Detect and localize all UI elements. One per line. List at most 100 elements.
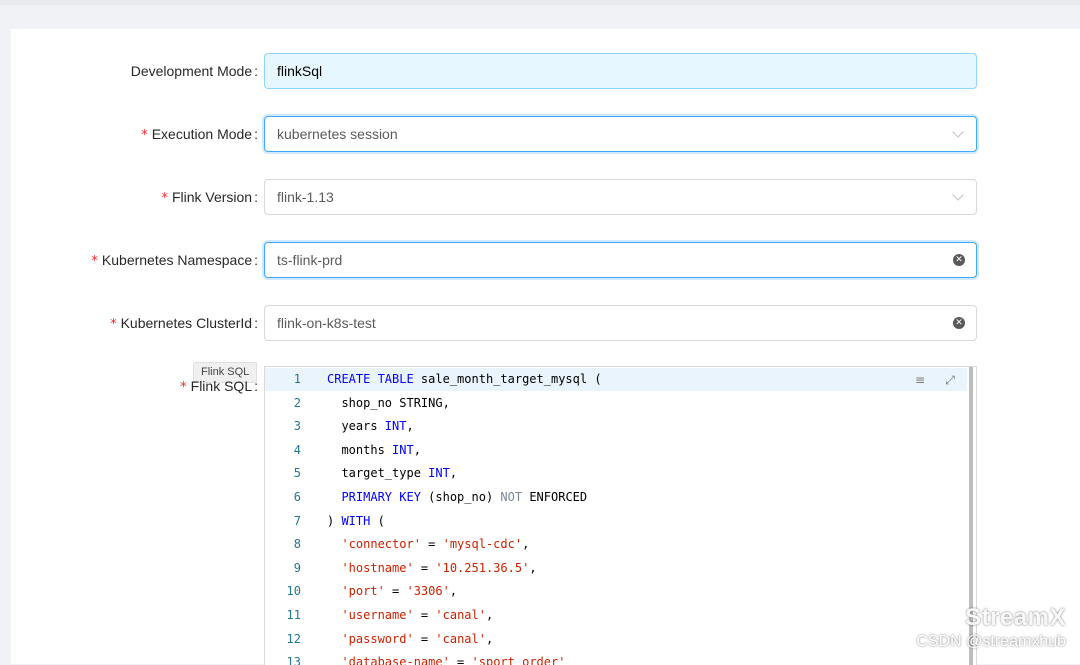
development-mode-input[interactable]: flinkSql [264,53,977,89]
chevron-down-icon[interactable] [952,126,964,138]
code-token: INT [428,466,450,481]
line-number: 5 [293,466,301,481]
code-token: sale_month_target_mysql ( [413,372,602,386]
execution-mode-label-text: Execution Mode [151,126,253,142]
watermark-handle: CSDN @streamxhub [916,633,1066,650]
line-number: 9 [293,560,301,575]
code-line[interactable]: 9 'hostname' = '10.251.36.5', [265,557,965,581]
code-line[interactable]: 11 'username' = 'canal', [265,604,965,628]
form-row-kubernetes-clusterid: *Kubernetes ClusterId: flink-on-k8s-test… [0,305,1080,341]
kubernetes-clusterid-input[interactable]: flink-on-k8s-test ✕ [264,305,977,341]
line-number: 12 [286,631,301,646]
code-line[interactable]: 4 months INT, [265,439,965,463]
code-text: shop_no STRING, [327,392,449,416]
kubernetes-namespace-value: ts-flink-prd [277,252,343,268]
code-token: 'canal' [435,631,486,646]
code-token: , [449,466,458,481]
fullscreen-icon[interactable]: ⤢ [945,373,955,387]
code-text: 'connector' = 'mysql-cdc', [327,533,529,557]
required-mark: * [161,191,168,206]
line-number: 3 [293,419,301,434]
code-line[interactable]: 13 'database-name' = 'sport_order' [265,651,965,665]
code-line[interactable]: 2 shop_no STRING, [265,392,965,416]
code-token: , [522,537,530,552]
code-token: , [485,608,494,622]
code-text: 'username' = 'canal', [327,604,493,628]
code-line[interactable]: 7 ) WITH ( [265,510,965,534]
clear-icon[interactable]: ✕ [953,254,965,266]
flink-version-label: *Flink Version: [161,179,258,215]
code-token: '3306' [406,584,450,599]
code-token: 'hostname' [327,560,414,575]
code-token: ) [327,513,342,528]
line-number: 11 [286,608,301,622]
code-text: 'password' = 'canal', [327,628,493,652]
code-line[interactable]: 1 CREATE TABLE sale_month_target_mysql ( [265,368,965,392]
code-line[interactable]: 3 years INT, [265,415,965,439]
code-token: , [413,442,421,457]
code-token: INT [392,442,414,457]
top-bar [0,0,1080,5]
format-icon[interactable]: ≡ [914,373,926,387]
code-token: = [449,655,472,665]
code-line[interactable]: 10 'port' = '3306', [265,580,965,604]
line-number: 8 [293,537,301,552]
code-token: INT [384,419,407,434]
code-line[interactable]: 6 PRIMARY KEY (shop_no) NOT ENFORCED [265,486,965,510]
clear-icon[interactable]: ✕ [953,317,965,329]
code-text: target_type INT, [327,462,457,486]
code-line[interactable]: 5 target_type INT, [265,462,965,486]
active-line-highlight [265,368,967,391]
code-token: 'sport_order' [471,655,566,665]
code-line[interactable]: 8 'connector' = 'mysql-cdc', [265,533,965,557]
kubernetes-clusterid-label: *Kubernetes ClusterId: [110,305,258,341]
code-token: years [327,419,385,434]
required-mark: * [141,128,148,143]
code-token: target_type [327,466,429,481]
code-text: 'hostname' = '10.251.36.5', [327,557,537,581]
code-token: (shop_no) [420,490,501,504]
flink-sql-label: *Flink SQL: [180,376,258,396]
code-token: , [406,419,414,434]
label-colon: : [254,126,258,142]
code-text: 'port' = '3306', [327,580,457,604]
flink-sql-label-text: Flink SQL [190,378,253,394]
chevron-down-icon[interactable] [952,189,964,201]
kubernetes-clusterid-label-text: Kubernetes ClusterId [120,315,253,331]
line-number: 6 [293,490,301,504]
development-mode-value: flinkSql [277,63,323,79]
kubernetes-namespace-label-text: Kubernetes Namespace [101,252,253,268]
editor-scrollbar[interactable] [969,367,973,665]
code-line[interactable]: 12 'password' = 'canal', [265,628,965,652]
form-row-execution-mode: *Execution Mode: kubernetes session [0,116,1080,152]
kubernetes-namespace-input[interactable]: ts-flink-prd ✕ [264,242,977,278]
label-colon: : [254,378,258,394]
code-text: ) WITH ( [327,510,385,534]
code-text: 'database-name' = 'sport_order' [327,651,565,665]
execution-mode-select[interactable]: kubernetes session [264,116,977,152]
code-token: 'canal' [435,608,486,622]
label-colon: : [254,63,258,79]
line-number: 2 [293,395,301,410]
code-token: , [485,631,494,646]
line-number: 7 [293,513,301,528]
code-text: months INT, [327,439,421,463]
code-token: 'mysql-cdc' [442,537,523,552]
code-token: 'database-name' [327,655,450,665]
code-token: = [413,560,436,575]
flink-version-value: flink-1.13 [277,189,334,205]
execution-mode-value: kubernetes session [277,126,398,142]
code-token: = [420,537,443,552]
flink-version-label-text: Flink Version [171,189,253,205]
code-token: 'password' [327,631,414,646]
kubernetes-namespace-label: *Kubernetes Namespace: [91,242,258,278]
line-number: 1 [293,372,301,386]
code-token: , [529,560,537,575]
required-mark: * [110,317,117,332]
code-text: CREATE TABLE sale_month_target_mysql ( [327,368,602,392]
code-token: 'port' [327,584,385,599]
code-text: years INT, [327,415,414,439]
form-row-flink-version: *Flink Version: flink-1.13 [0,179,1080,215]
flink-version-select[interactable]: flink-1.13 [264,179,977,215]
